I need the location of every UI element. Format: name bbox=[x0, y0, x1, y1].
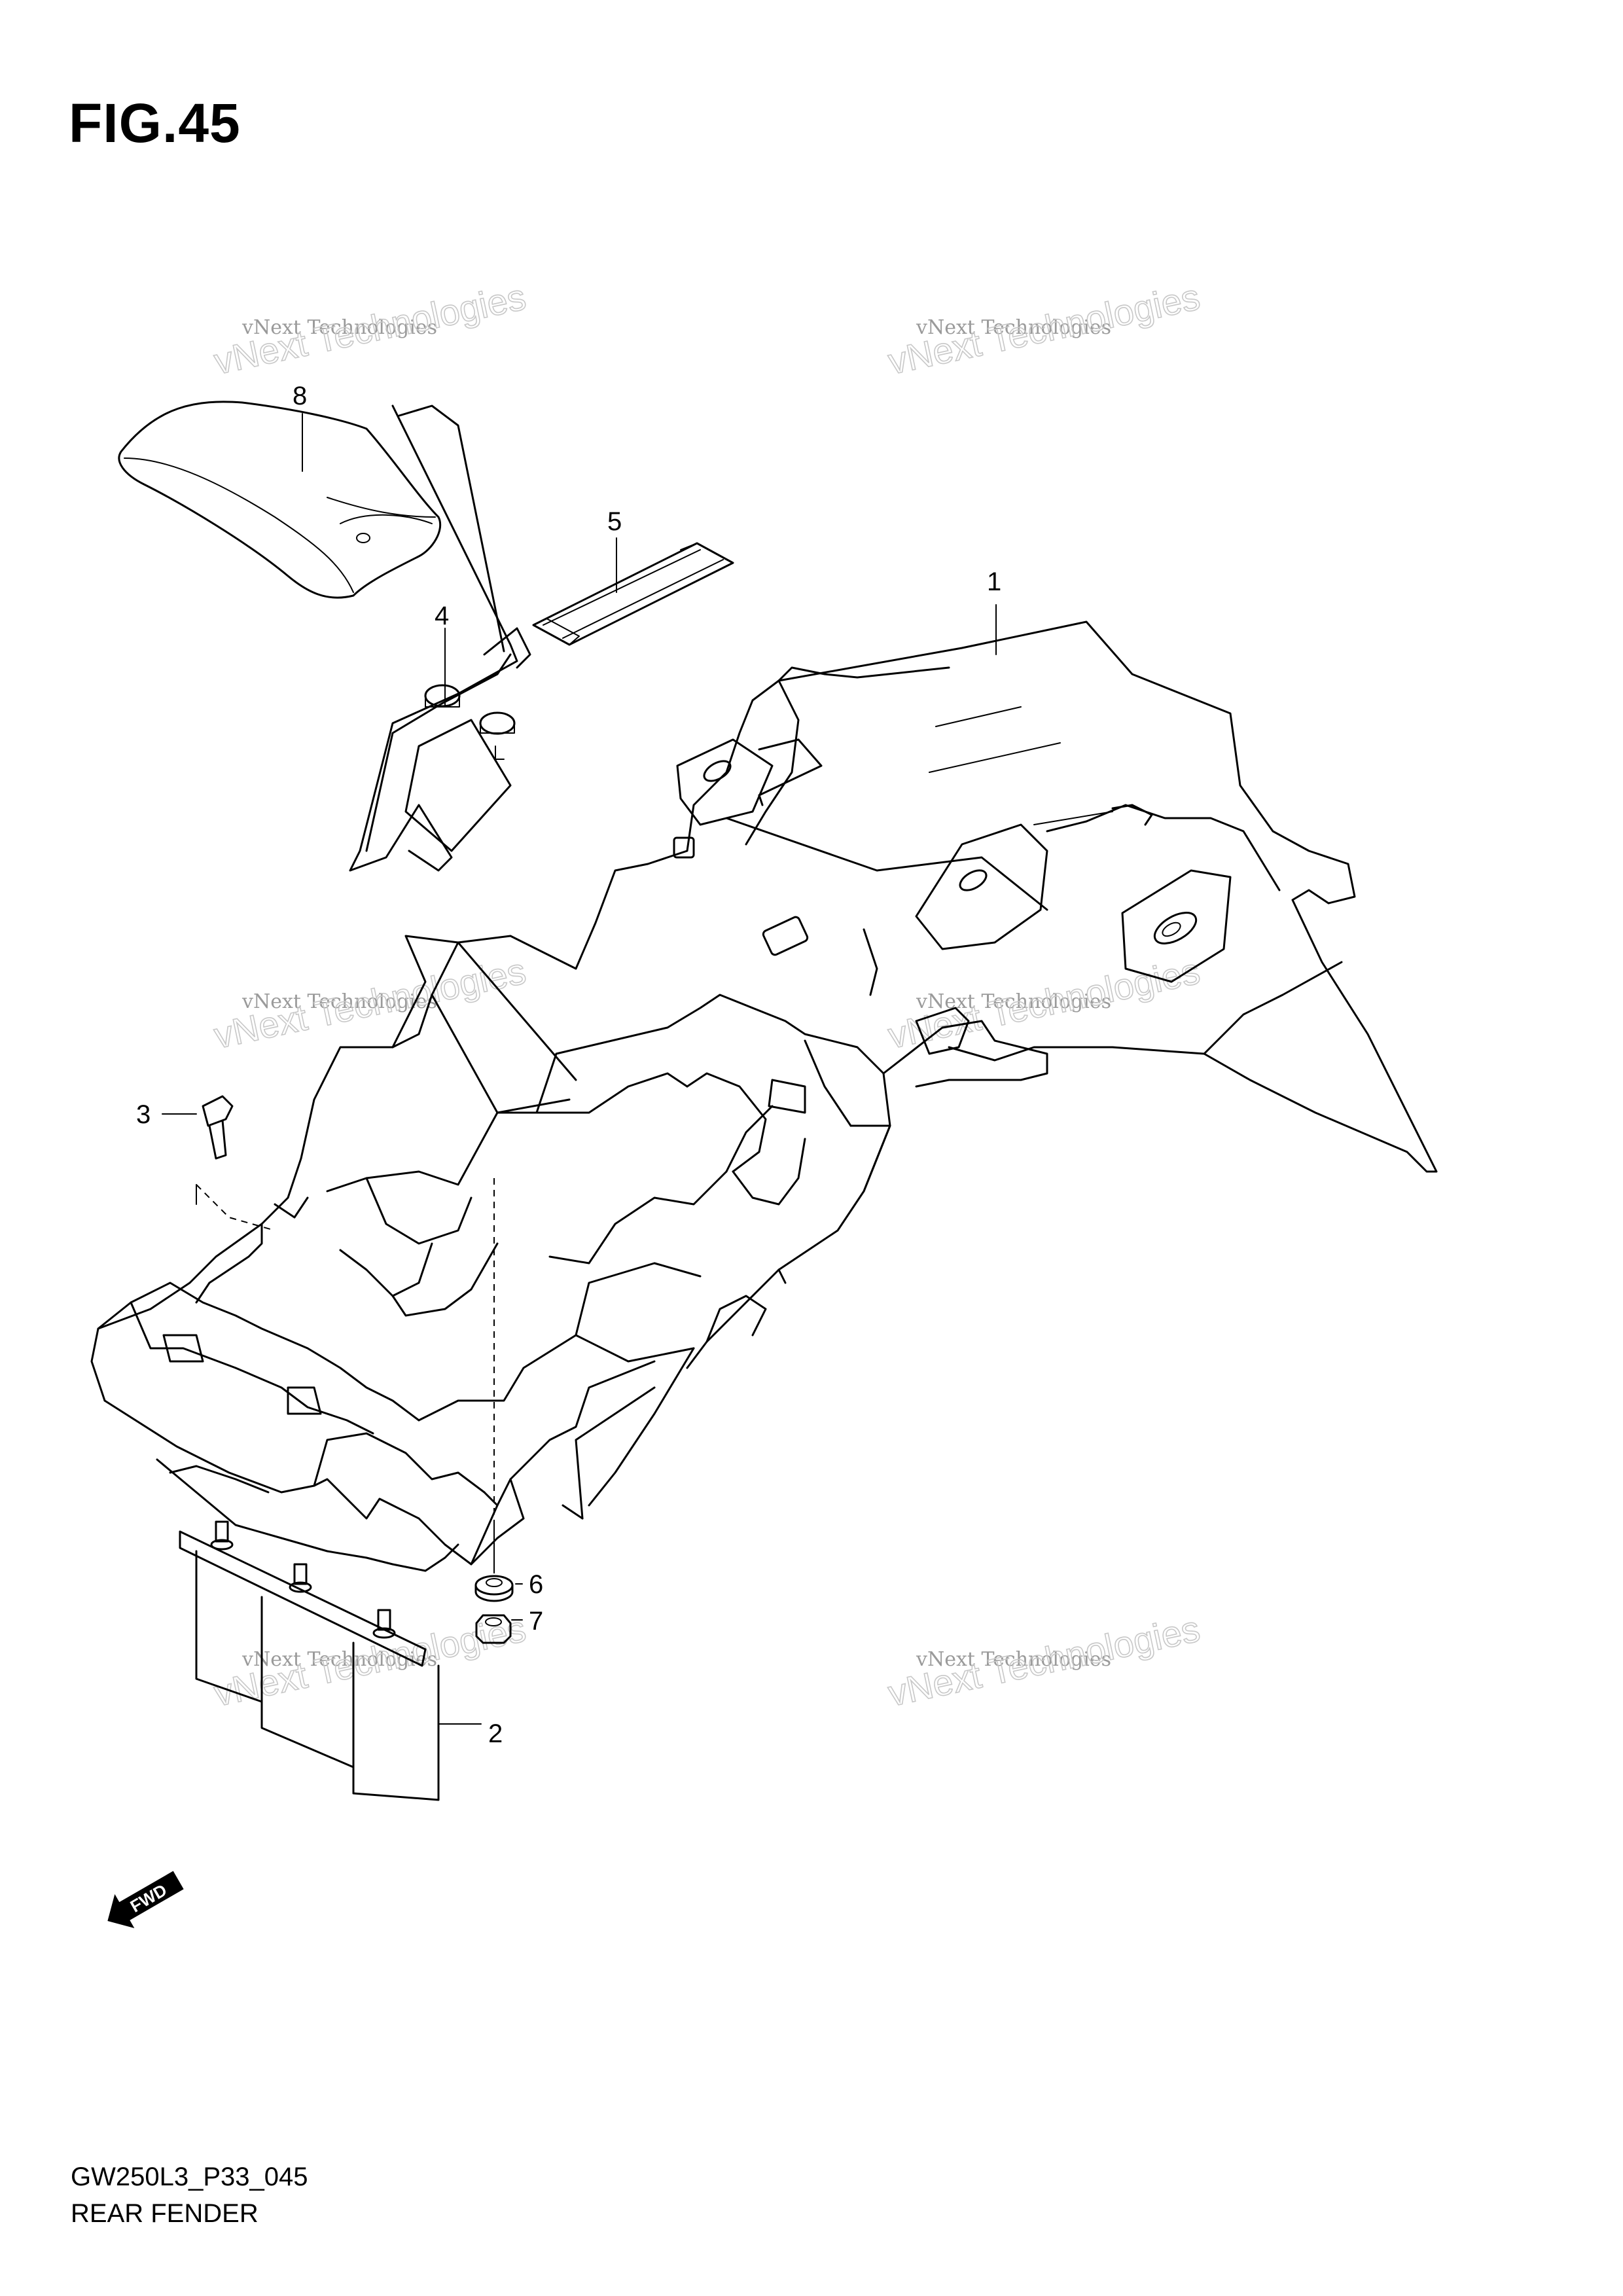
callout-7: 7 bbox=[529, 1607, 543, 1636]
watermark-text: vNext Technologies bbox=[241, 990, 437, 1013]
bracket-part bbox=[349, 404, 531, 872]
watermark-text: vNext Technologies bbox=[241, 316, 437, 339]
washer-part bbox=[474, 1575, 514, 1602]
bolt-part bbox=[196, 1095, 276, 1231]
figure-title: FIG.45 bbox=[69, 92, 241, 154]
fender-part bbox=[90, 620, 1438, 1572]
diagram-caption: REAR FENDER bbox=[71, 2199, 259, 2228]
watermark-text: vNext Technologies bbox=[916, 316, 1111, 339]
fwd-arrow-icon: FWD bbox=[107, 1871, 184, 1928]
callout-3: 3 bbox=[136, 1100, 151, 1129]
nut-part bbox=[475, 1614, 512, 1644]
footer: GW250L3_P33_045 REAR FENDER bbox=[71, 2159, 308, 2232]
strap-part bbox=[532, 542, 734, 646]
callout-4: 4 bbox=[435, 601, 449, 630]
callout-6: 6 bbox=[529, 1570, 543, 1599]
diagram-code: GW250L3_P33_045 bbox=[71, 2162, 308, 2191]
watermark-text: vNext Technologies bbox=[241, 1648, 437, 1671]
callout-1: 1 bbox=[987, 567, 1001, 596]
tool-bag-part bbox=[118, 401, 442, 599]
watermark-text: vNext Technologies bbox=[916, 1648, 1111, 1671]
leader-lines bbox=[162, 413, 997, 1725]
callout-2: 2 bbox=[488, 1719, 503, 1748]
callout-8: 8 bbox=[293, 382, 307, 410]
callout-5: 5 bbox=[607, 507, 622, 536]
mud-flap-part bbox=[179, 1520, 440, 1801]
watermark-group: vNext Technologies vNext Technologies vN… bbox=[210, 276, 1204, 1715]
